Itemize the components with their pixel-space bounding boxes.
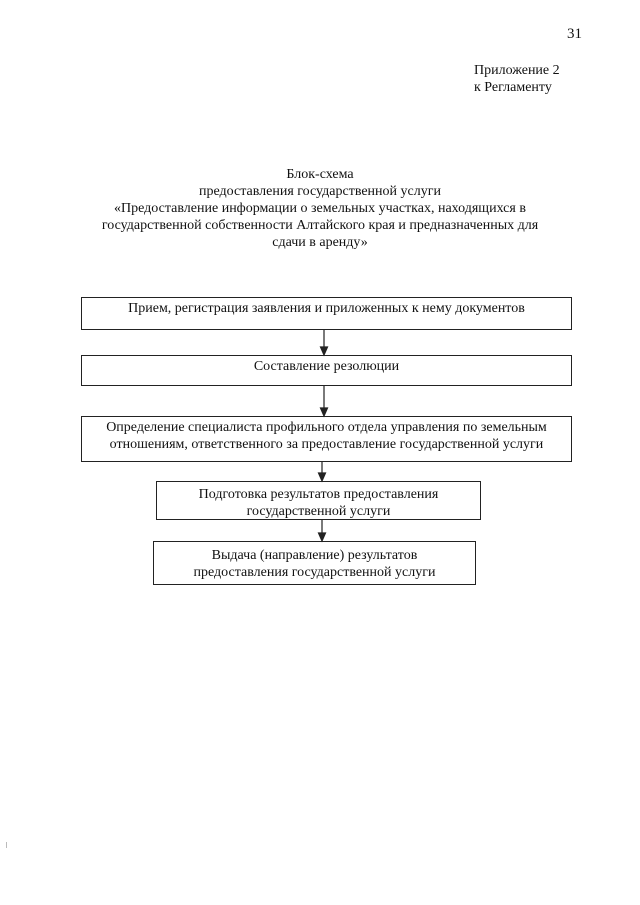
flow-step-results-issuance: Выдача (направление) результатов предост… — [153, 541, 476, 585]
flow-step-reception: Прием, регистрация заявления и приложенн… — [81, 297, 572, 330]
arrow-4-5-head — [317, 532, 327, 543]
step-5-text-line-1: Выдача (направление) результатов — [211, 548, 418, 563]
step-2-text: Составление резолюции — [253, 359, 400, 374]
title-line-1: Блок-схема — [286, 167, 354, 182]
appendix-line-1: Приложение 2 — [474, 63, 560, 78]
step-3-text-line-1: Определение специалиста профильного отде… — [106, 420, 547, 435]
flow-step-specialist-assignment: Определение специалиста профильного отде… — [81, 416, 572, 462]
arrow-2-3-head — [319, 407, 329, 418]
appendix-note: Приложение 2 к Регламенту — [474, 62, 560, 96]
step-5-text-line-2: предоставления государственной услуги — [193, 565, 436, 580]
step-1-text: Прием, регистрация заявления и приложенн… — [128, 301, 525, 316]
flow-step-results-preparation: Подготовка результатов предоставления го… — [156, 481, 481, 520]
scan-margin-mark — [6, 842, 7, 848]
arrow-3-4-head — [317, 472, 327, 483]
title-line-5: сдачи в аренду» — [272, 235, 368, 250]
appendix-line-2: к Регламенту — [474, 80, 552, 95]
title-line-4: государственной собственности Алтайского… — [101, 218, 539, 233]
step-4-text-line-1: Подготовка результатов предоставления — [198, 487, 439, 502]
step-4-text-line-2: государственной услуги — [246, 504, 391, 519]
arrow-1-2-head — [319, 346, 329, 357]
step-3-text-line-2: отношениям, ответственного за предоставл… — [109, 437, 544, 452]
title-line-3: «Предоставление информации о земельных у… — [114, 201, 526, 216]
page-number: 31 — [567, 26, 582, 42]
diagram-title: Блок-схема предоставления государственно… — [70, 166, 570, 251]
title-line-2: предоставления государственной услуги — [199, 184, 441, 199]
flow-step-resolution: Составление резолюции — [81, 355, 572, 386]
